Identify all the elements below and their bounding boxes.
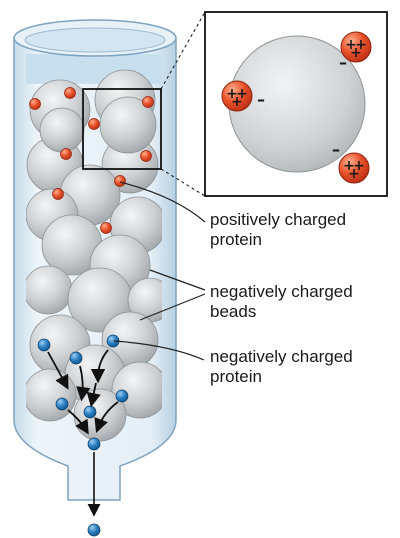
positive-protein: [89, 119, 100, 130]
label-line: negatively charged: [210, 347, 353, 367]
negative-protein: [84, 406, 96, 418]
label-negatively-charged-protein: negatively charged protein: [210, 347, 353, 387]
plus-charge-symbol: +: [350, 45, 362, 61]
positive-protein: [30, 99, 41, 110]
bead: [24, 266, 72, 314]
label-positively-charged-protein: positively charged protein: [210, 210, 346, 250]
bead: [24, 369, 76, 421]
negative-protein: [70, 352, 82, 364]
bead: [40, 108, 84, 152]
label-line: beads: [210, 302, 353, 322]
plus-charge-symbol: +: [231, 94, 243, 110]
positive-protein: [61, 149, 72, 160]
positive-protein: [115, 176, 126, 187]
minus-charge-symbol: –: [332, 140, 340, 159]
eluted-protein-drop: [88, 524, 100, 536]
minus-charge-symbol: –: [257, 90, 265, 109]
positive-protein: [141, 151, 152, 162]
label-negatively-charged-beads: negatively charged beads: [210, 282, 353, 322]
negative-protein: [116, 390, 128, 402]
positive-protein: [53, 189, 64, 200]
plus-charge-symbol: +: [348, 166, 360, 182]
label-line: protein: [210, 230, 346, 250]
positive-protein: [143, 97, 154, 108]
positive-protein: [101, 223, 112, 234]
negative-protein: [88, 438, 100, 450]
label-line: positively charged: [210, 210, 346, 230]
positive-protein: [65, 88, 76, 99]
label-line: protein: [210, 367, 353, 387]
negative-protein: [56, 398, 68, 410]
label-line: negatively charged: [210, 282, 353, 302]
negative-protein: [38, 339, 50, 351]
minus-charge-symbol: –: [339, 53, 347, 72]
